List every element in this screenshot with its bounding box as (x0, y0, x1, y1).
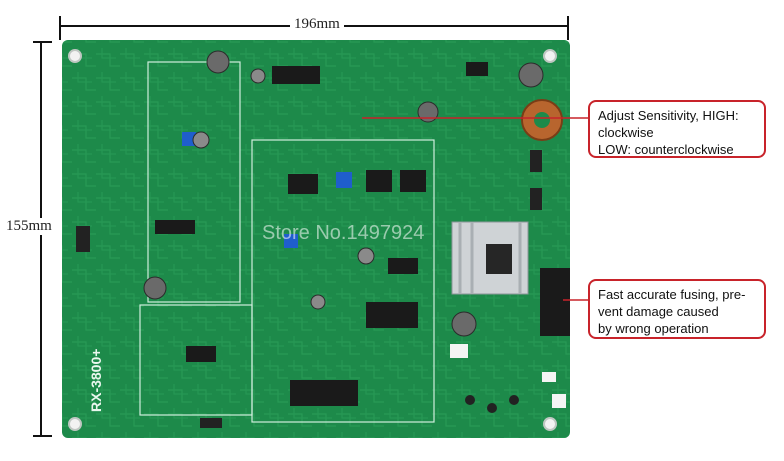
jst-connector-icon (450, 344, 468, 358)
fusing-callout-line1: Fast accurate fusing, pre- (598, 287, 746, 302)
transistor-icon (487, 403, 497, 413)
potentiometer-icon (336, 172, 352, 188)
ic-chip-icon (400, 170, 426, 192)
mounting-hole-icon (543, 417, 557, 431)
ic-chip-icon (155, 220, 195, 234)
capacitor-icon (451, 311, 477, 337)
jst-connector-icon (552, 394, 566, 408)
sensitivity-callout-line1: Adjust Sensitivity, HIGH: (598, 108, 739, 123)
width-dimension-label: 196mm (290, 16, 344, 33)
fusing-callout-line2: vent damage caused (598, 304, 719, 319)
ic-chip-icon (388, 258, 418, 274)
header-connector-icon (530, 150, 542, 172)
capacitor-icon (357, 247, 375, 265)
capacitor-icon (250, 68, 266, 84)
capacitor-icon (310, 294, 326, 310)
board-model-label: RX-3800+ (88, 348, 104, 412)
ic-chip-icon (186, 346, 216, 362)
ic-chip-icon (272, 66, 320, 84)
sensitivity-callout: Adjust Sensitivity, HIGH: clockwise LOW:… (588, 100, 766, 158)
capacitor-icon (192, 131, 210, 149)
capacitor-icon (143, 276, 167, 300)
header-connector-icon (76, 226, 90, 252)
mounting-hole-icon (68, 417, 82, 431)
ic-chip-icon (366, 302, 418, 328)
mounting-hole-icon (68, 49, 82, 63)
capacitor-icon (206, 50, 230, 74)
ic-chip-icon (466, 62, 488, 76)
header-connector-icon (530, 188, 542, 210)
fusing-callout: Fast accurate fusing, pre- vent damage c… (588, 279, 766, 339)
store-watermark: Store No.1497924 (262, 222, 425, 244)
fuse-holder-icon (540, 268, 570, 336)
ic-chip-icon (366, 170, 392, 192)
transistor-icon (509, 395, 519, 405)
fusing-callout-line3: by wrong operation (598, 321, 709, 336)
potentiometer-icon (182, 132, 196, 146)
sensitivity-callout-line3: LOW: counterclockwise (598, 142, 734, 157)
voltage-regulator-icon (486, 244, 512, 274)
header-connector-icon (200, 418, 222, 428)
capacitor-icon (518, 62, 544, 88)
ic-chip-icon (290, 380, 358, 406)
capacitor-icon (417, 101, 439, 123)
potentiometer-icon (284, 234, 298, 248)
sensitivity-callout-line2: clockwise (598, 125, 654, 140)
height-dimension-label: 155mm (4, 218, 54, 235)
mounting-hole-icon (543, 49, 557, 63)
transistor-icon (465, 395, 475, 405)
jst-connector-icon (542, 372, 556, 382)
ic-chip-icon (288, 174, 318, 194)
